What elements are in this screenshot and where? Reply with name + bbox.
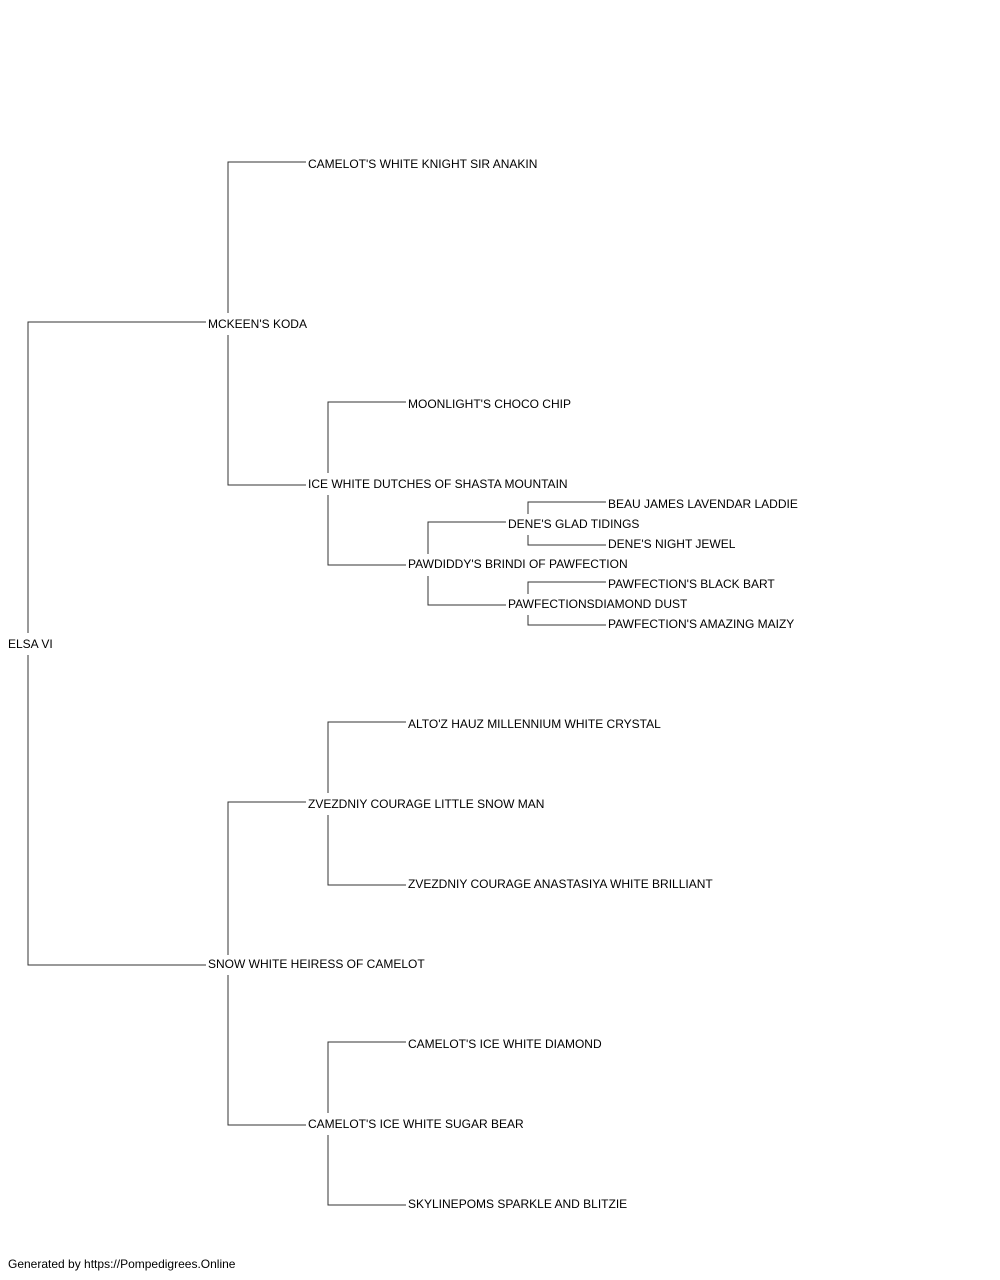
- dam-name[interactable]: SNOW WHITE HEIRESS OF CAMELOT: [208, 957, 425, 971]
- connector-lines: [27, 161, 606, 1206]
- subject-parent-connector: [27, 321, 206, 966]
- sire-parent-connector: [227, 161, 306, 486]
- sire-dam-name[interactable]: ICE WHITE DUTCHES OF SHASTA MOUNTAIN: [308, 477, 568, 491]
- sire-name[interactable]: MCKEEN'S KODA: [208, 317, 307, 331]
- sire-dam-dam-dam-name[interactable]: PAWFECTIONSDIAMOND DUST: [508, 597, 688, 611]
- sire-sire-name[interactable]: CAMELOT'S WHITE KNIGHT SIR ANAKIN: [308, 157, 537, 171]
- sire-dam-dam-sire-sire-name[interactable]: BEAU JAMES LAVENDAR LADDIE: [608, 497, 798, 511]
- dam-sire-dam-name[interactable]: ZVEZDNIY COURAGE ANASTASIYA WHITE BRILLI…: [408, 877, 713, 891]
- sire-dam-dam-dam-dam-name[interactable]: PAWFECTION'S AMAZING MAIZY: [608, 617, 794, 631]
- dam-dam-name[interactable]: CAMELOT'S ICE WHITE SUGAR BEAR: [308, 1117, 524, 1131]
- dam-sire-sire-name[interactable]: ALTO'Z HAUZ MILLENNIUM WHITE CRYSTAL: [408, 717, 661, 731]
- sire-dam-sire-name[interactable]: MOONLIGHT'S CHOCO CHIP: [408, 397, 571, 411]
- dam-parent-connector: [227, 801, 306, 1126]
- sire-dam-dam-name[interactable]: PAWDIDDY'S BRINDI OF PAWFECTION: [408, 557, 628, 571]
- dam-dam-sire-name[interactable]: CAMELOT'S ICE WHITE DIAMOND: [408, 1037, 602, 1051]
- diamond-dust-parent-connector: [527, 581, 606, 626]
- subject-name[interactable]: ELSA VI: [8, 637, 53, 651]
- dam-sire-parent-connector: [327, 721, 406, 886]
- dog-names: ELSA VI MCKEEN'S KODA CAMELOT'S WHITE KN…: [8, 157, 798, 1211]
- dene-parent-connector: [527, 501, 606, 546]
- sire-dam-dam-dam-sire-name[interactable]: PAWFECTION'S BLACK BART: [608, 577, 775, 591]
- sire-dam-parent-connector: [327, 401, 406, 566]
- dam-dam-dam-name[interactable]: SKYLINEPOMS SPARKLE AND BLITZIE: [408, 1197, 627, 1211]
- pawdiddy-parent-connector: [427, 521, 506, 606]
- dam-sire-name[interactable]: ZVEZDNIY COURAGE LITTLE SNOW MAN: [308, 797, 544, 811]
- sire-dam-dam-sire-dam-name[interactable]: DENE'S NIGHT JEWEL: [608, 537, 736, 551]
- dam-dam-parent-connector: [327, 1041, 406, 1206]
- generated-by-footer: Generated by https://Pompedigrees.Online: [8, 1257, 236, 1271]
- sire-dam-dam-sire-name[interactable]: DENE'S GLAD TIDINGS: [508, 517, 639, 531]
